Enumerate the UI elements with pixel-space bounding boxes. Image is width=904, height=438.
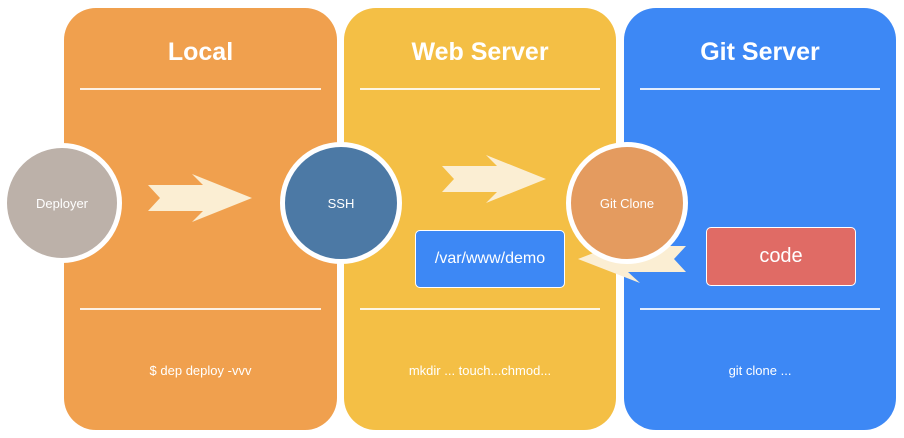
web-server-top-divider <box>360 88 600 90</box>
git-server-bottom-divider <box>640 308 880 310</box>
code-box: code <box>706 227 856 286</box>
ssh-label: SSH <box>327 195 355 211</box>
local-bottom-divider <box>80 308 321 310</box>
ssh-to-gitclone-arrow-icon <box>442 155 546 203</box>
ssh-node: SSH <box>280 142 402 264</box>
git-server-command: git clone ... <box>728 363 792 378</box>
git-server-panel: Git Server git clone ... <box>624 8 896 430</box>
path-label: /var/www/demo <box>434 250 546 267</box>
local-title: Local <box>167 38 234 66</box>
web-server-bottom-divider <box>360 308 600 310</box>
git-server-title: Git Server <box>700 38 820 66</box>
web-server-title: Web Server <box>411 38 549 66</box>
code-label: code <box>759 245 803 267</box>
git-server-top-divider <box>640 88 880 90</box>
git-clone-label: Git Clone <box>599 195 655 211</box>
deployer-node: Deployer <box>2 143 122 263</box>
local-command: $ dep deploy -vvv <box>149 363 252 378</box>
path-box: /var/www/demo <box>415 230 565 288</box>
local-top-divider <box>80 88 321 90</box>
deployer-to-ssh-arrow-icon <box>148 174 252 222</box>
deployer-label: Deployer <box>35 195 89 211</box>
web-server-command: mkdir ... touch...chmod... <box>408 363 552 378</box>
git-clone-node: Git Clone <box>566 142 688 264</box>
